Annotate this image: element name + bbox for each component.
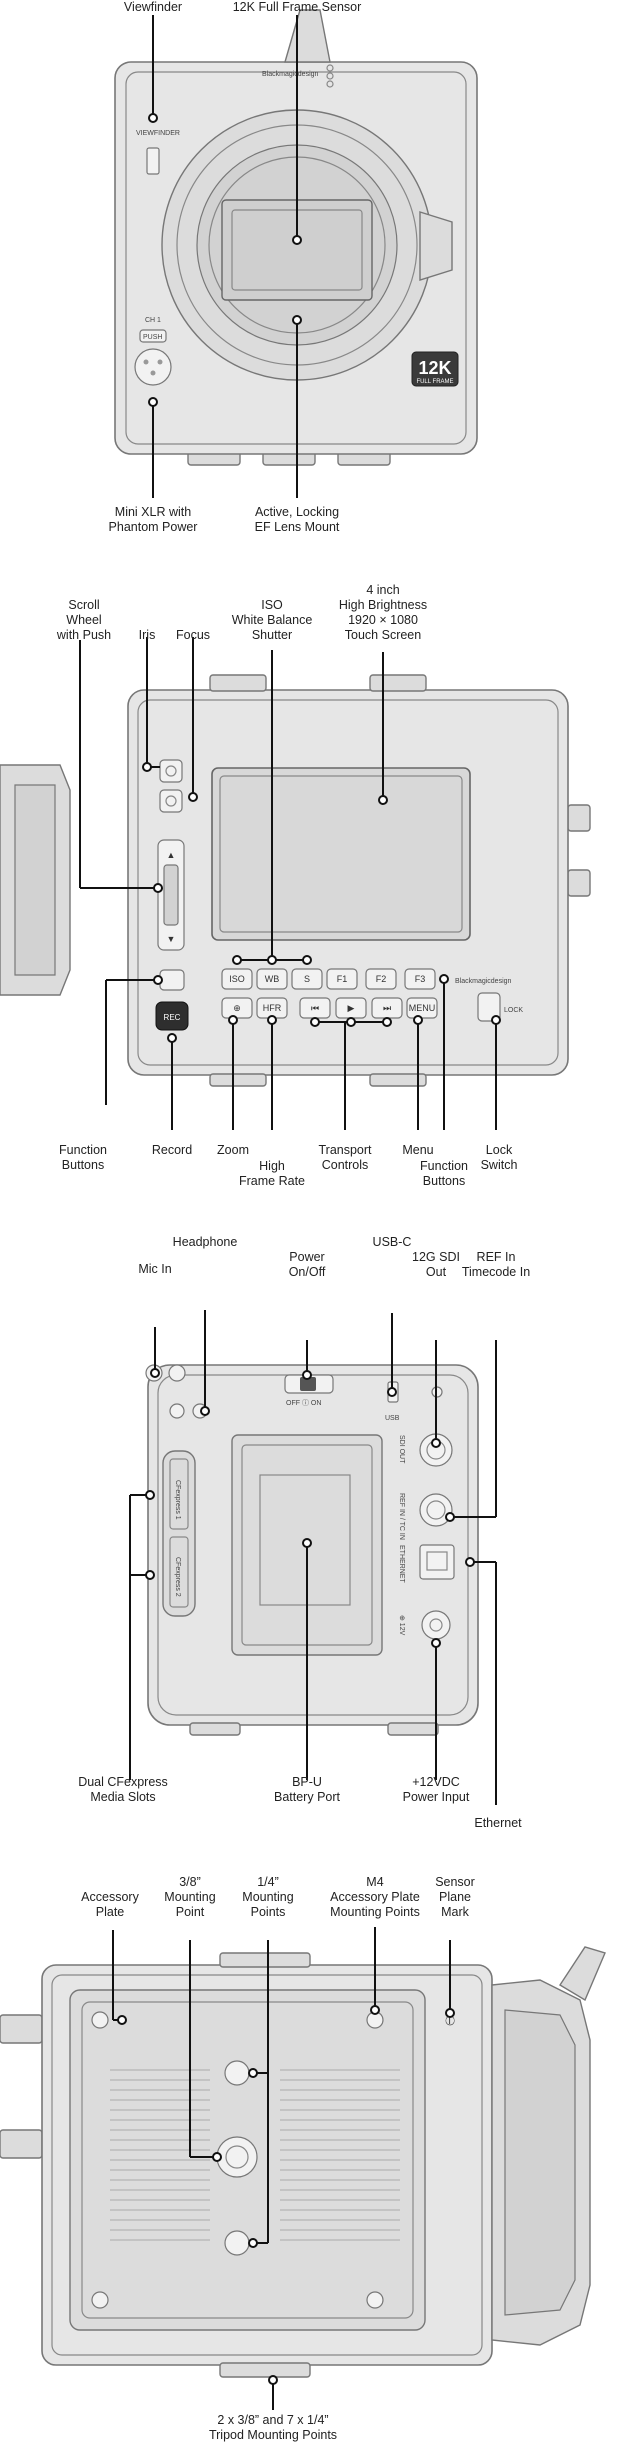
callout-power: Power On/Off [288,1250,326,1279]
callout-mini-xlr: Mini XLR with Phantom Power [108,505,198,534]
svg-text:⏭: ⏭ [383,1003,391,1013]
callout-3-8-mount: 3/8” Mounting Point [164,1875,216,1919]
svg-text:CH 1: CH 1 [145,317,161,324]
callout-tripod-points: 2 x 3/8” and 7 x 1/4” Tripod Mounting Po… [208,2413,338,2442]
mini-xlr-connector [134,348,172,386]
svg-text:F3: F3 [415,974,426,984]
callout-lens-mount: Active, Locking EF Lens Mount [254,505,340,534]
svg-text:PUSH: PUSH [143,334,162,341]
f2-button [365,968,397,990]
side-camera-drawing: OFF ⓘ ON USB CFexpress 1 CFexpress 2 SDI… [129,1310,497,1805]
svg-text:ISO: ISO [229,974,245,984]
svg-text:F2: F2 [376,974,387,984]
quarter-inch-mount-2 [224,2230,250,2256]
callout-viewfinder: Viewfinder [123,0,183,14]
svg-text:ETHERNET: ETHERNET [398,1545,405,1583]
callout-sensor: 12K Full Frame Sensor [232,0,362,14]
callout-function-buttons-left: Function Buttons [59,1143,107,1172]
rear-view-panel: ▲ ▼ REC ISO WB S F1 F2 F3 Blackmagicdesi… [0,583,624,1210]
headphone-jack [168,1364,186,1382]
callout-iso-wb-shutter: ISO White Balance Shutter [231,598,313,642]
svg-text:▲: ▲ [167,850,176,860]
callout-scroll-wheel: Scroll Wheel with Push [56,598,112,642]
svg-text:F1: F1 [337,974,348,984]
svg-text:CFexpress 1: CFexpress 1 [174,1480,181,1520]
svg-text:MENU: MENU [409,1003,436,1013]
callout-record: Record [151,1143,193,1157]
bottom-view-panel: ⦶ Accessory Plate 3/8” Mounting Point 1/… [0,1865,624,2445]
svg-text:REC: REC [164,1013,181,1022]
callout-high-frame-rate: High Frame Rate [239,1159,305,1188]
ref-in-connector [419,1493,453,1527]
viewfinder-connector [146,147,160,175]
svg-text:▶: ▶ [348,1003,355,1013]
cfexpress-slots [162,1450,196,1617]
f1-button [326,968,358,990]
svg-text:WB: WB [265,974,280,984]
callout-ethernet: Ethernet [474,1816,522,1830]
record-button [155,1001,189,1031]
12k-badge [411,351,459,387]
callout-usb-c: USB-C [372,1235,412,1249]
ethernet-port [419,1544,455,1580]
svg-text:⏮: ⏮ [311,1003,319,1013]
cfexpress-slot-2 [169,1536,189,1608]
callout-cfexpress: Dual CFexpress Media Slots [78,1775,168,1804]
focus-button [159,789,183,813]
callout-1-4-mounts: 1/4” Mounting Points [242,1875,294,1919]
callout-m4-points: M4 Accessory Plate Mounting Points [330,1875,420,1919]
callout-menu: Menu [402,1143,434,1157]
f3-button [404,968,436,990]
wb-button [256,968,288,990]
sensor-plane-mark: ⦶ [444,2012,455,2028]
callout-iris: Iris [138,628,156,642]
iris-button [159,759,183,783]
lock-switch [477,992,501,1022]
svg-text:CFexpress 2: CFexpress 2 [174,1557,181,1597]
callout-touch-screen: 4 inch High Brightness 1920 × 1080 Touch… [338,583,428,642]
svg-text:⊕: ⊕ [233,1003,241,1013]
svg-text:12K: 12K [418,358,451,378]
quarter-inch-mount-1 [224,2060,250,2086]
svg-text:REF IN / TC IN: REF IN / TC IN [398,1493,405,1540]
callout-function-buttons-right: Function Buttons [420,1159,468,1188]
svg-text:SDI OUT: SDI OUT [398,1435,405,1464]
callout-accessory-plate: Accessory Plate [81,1890,139,1919]
three-eighths-mount [216,2136,258,2178]
callout-sensor-plane: Sensor Plane Mark [435,1875,475,1919]
rear-camera-drawing: ▲ ▼ REC ISO WB S F1 F2 F3 Blackmagicdesi… [0,637,591,1130]
callout-lock-switch: Lock Switch [480,1143,518,1172]
callout-ref-in: REF In Timecode In [461,1250,531,1279]
svg-text:HFR: HFR [263,1003,282,1013]
front-view-panel: VIEWFINDER Blackmagicdesign CH 1 PUSH 12… [0,0,624,560]
svg-text:⊕ 12V: ⊕ 12V [398,1615,405,1636]
bottom-camera-drawing: ⦶ [0,1927,606,2410]
svg-text:LOCK: LOCK [504,1007,523,1014]
callout-transport: Transport Controls [318,1143,372,1172]
function-button-camera [159,969,185,991]
svg-text:▼: ▼ [167,934,176,944]
callout-zoom: Zoom [217,1143,249,1157]
shutter-button [291,968,323,990]
side-view-panel: OFF ⓘ ON USB CFexpress 1 CFexpress 2 SDI… [0,1235,624,1835]
callout-mic-in: Mic In [138,1262,172,1276]
svg-text:S: S [304,974,310,984]
svg-text:Blackmagicdesign: Blackmagicdesign [455,978,512,985]
svg-text:USB: USB [385,1415,400,1422]
touch-screen [211,767,471,941]
iso-button [221,968,253,990]
svg-text:FULL FRAME: FULL FRAME [416,379,453,385]
callout-sdi-out: 12G SDI Out [412,1250,460,1279]
dc-power-input [421,1610,451,1640]
cfexpress-slot-1 [169,1458,189,1530]
front-camera-drawing: VIEWFINDER Blackmagicdesign CH 1 PUSH 12… [114,9,478,498]
svg-text:Blackmagicdesign: Blackmagicdesign [262,71,319,78]
callout-bp-u: BP-U Battery Port [274,1775,340,1804]
callout-12vdc: +12VDC Power Input [402,1775,470,1804]
svg-text:OFF ⓘ ON: OFF ⓘ ON [286,1399,321,1407]
callout-headphone: Headphone [172,1235,238,1249]
svg-text:VIEWFINDER: VIEWFINDER [136,130,180,137]
callout-focus: Focus [175,628,211,642]
